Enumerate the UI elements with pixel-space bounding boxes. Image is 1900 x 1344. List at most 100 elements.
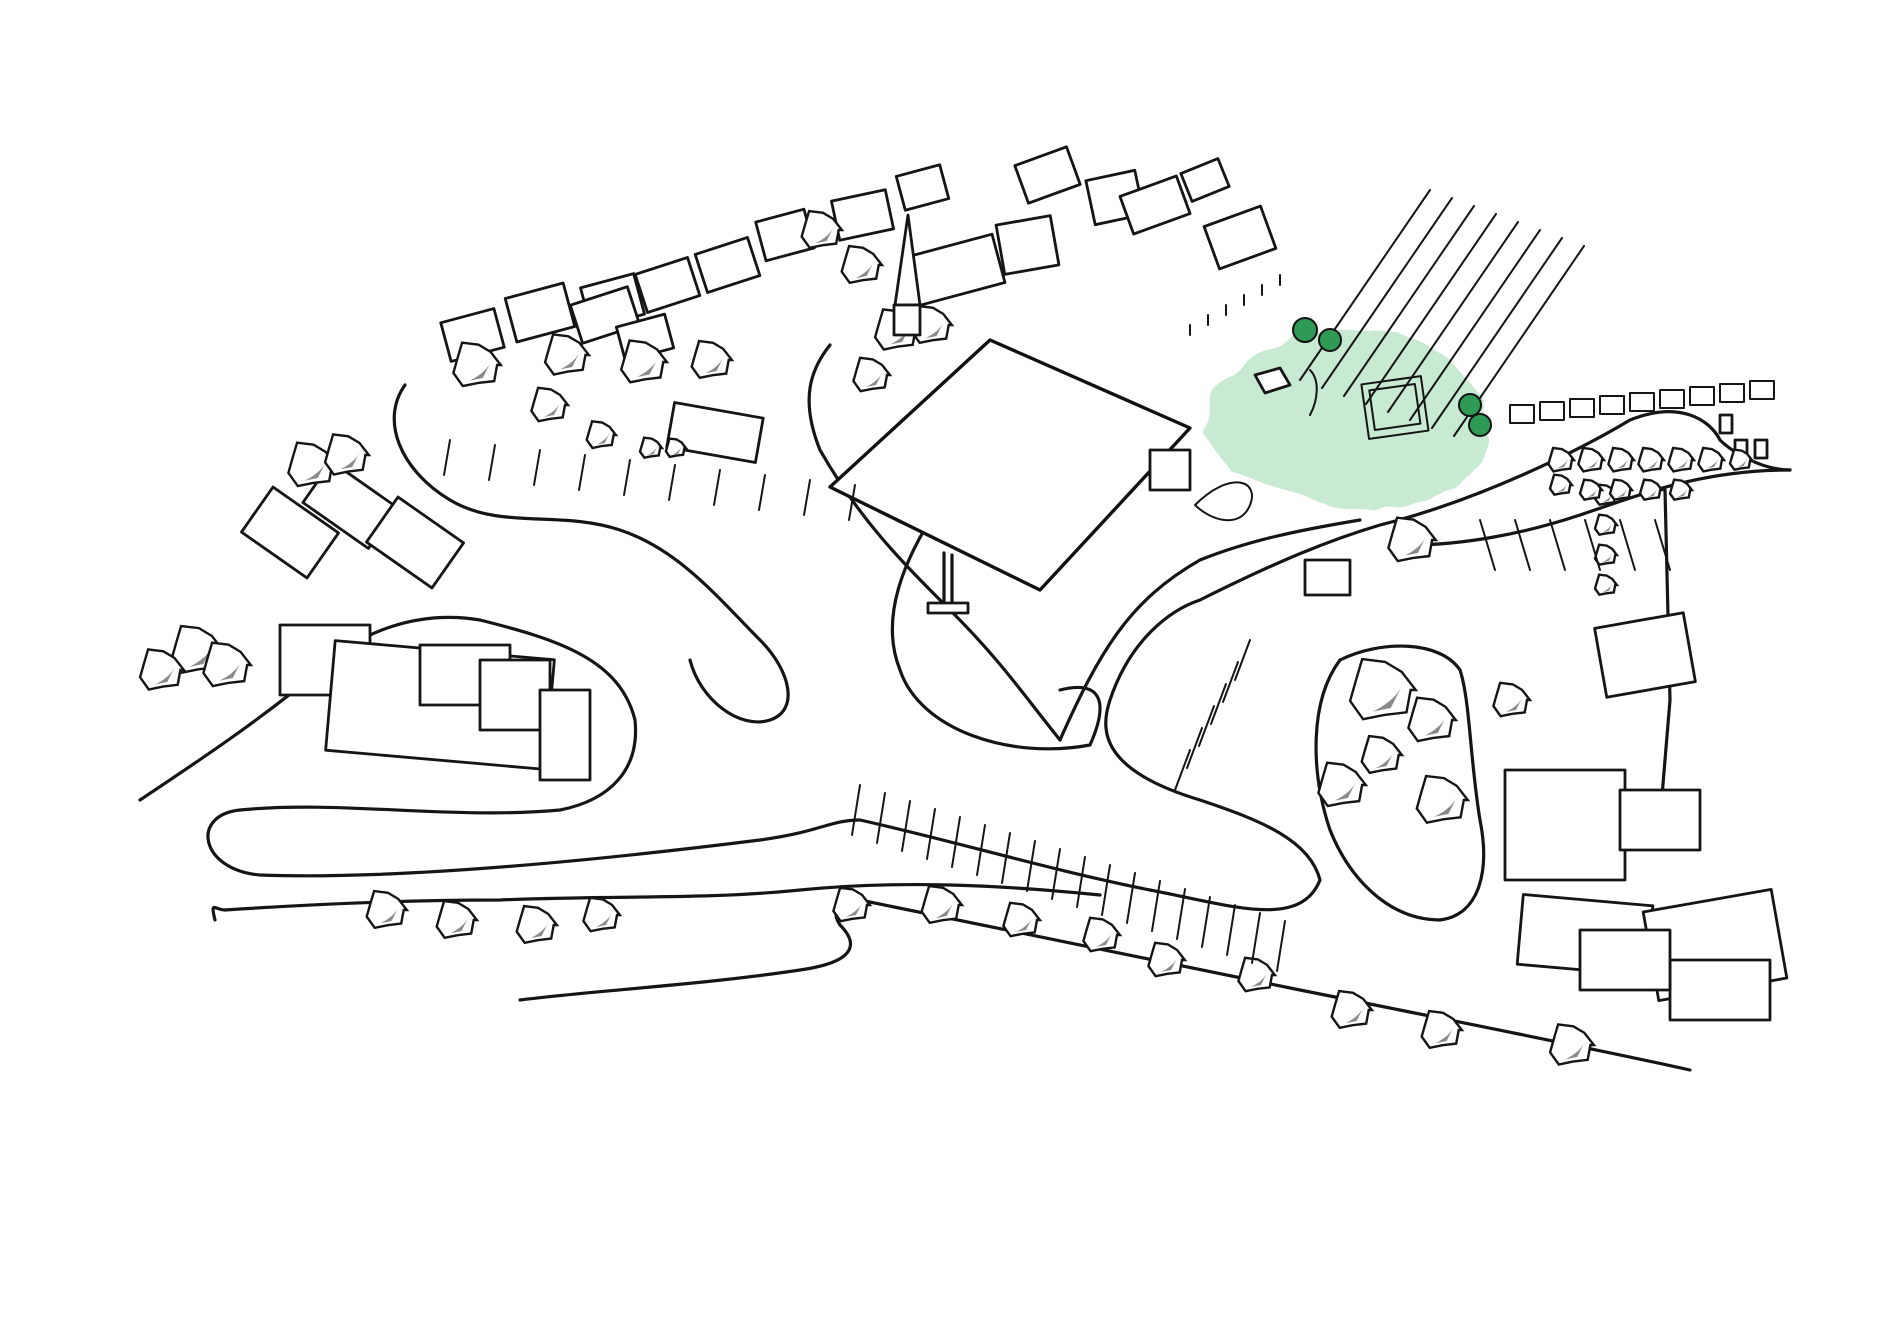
hatch-line [1619,519,1636,571]
hatch-line [1549,519,1566,571]
building [1202,204,1278,271]
tree-icon [638,436,665,460]
tree-icon [1593,573,1620,597]
building [538,688,592,782]
building [830,188,895,242]
building [1753,438,1769,460]
tree-icon [690,339,735,380]
tree-icon [1593,513,1620,537]
tree-icon [1637,446,1667,473]
hatch-line [1201,896,1211,948]
building [1578,928,1672,992]
green-trees [1292,317,1492,437]
hatch-line [1176,888,1186,940]
tree-icon [1578,478,1605,502]
tree-icon [1492,681,1533,718]
tree-icon [1638,478,1665,502]
tree-icon [1420,1009,1465,1050]
tree-icon [1317,761,1369,808]
tree-icon [1082,916,1123,953]
tree-icon [138,648,187,691]
tree-icon [664,437,689,459]
tree-icon [1668,478,1695,502]
tree-icon [365,889,410,930]
tree-icon [585,419,619,450]
hatch-line [976,824,986,876]
row-house [1749,380,1775,400]
tree-icon [1458,393,1482,417]
hatch-line [1198,705,1215,747]
tree-icon [1593,543,1620,567]
hatch-line [1210,683,1227,725]
trees [138,209,1755,1066]
building [1593,611,1697,699]
tree-icon [1318,328,1342,352]
tree-icon [1147,941,1188,978]
row-house [1569,398,1595,418]
hatch-line [1514,519,1531,571]
tree-icon [582,896,623,933]
tree-icon [1548,1023,1597,1066]
building [1303,558,1352,597]
hatch-line [1584,519,1601,571]
hatch-line [1076,856,1086,908]
hatch-line [1051,848,1061,900]
hatch-line [1151,880,1161,932]
building [665,401,765,464]
building [994,214,1061,276]
hatch-line [1174,749,1191,791]
building [1148,448,1192,492]
building [478,658,552,732]
hatch-line [668,464,676,501]
lawn-details [1253,366,1430,440]
canopy-structure [828,338,1192,615]
hatch-line [1387,221,1519,413]
tree-icon [1360,734,1405,775]
tree-icon [1548,473,1575,497]
tree-icon [1387,516,1439,563]
hatch-line [1251,912,1261,964]
row-house [1689,386,1715,406]
hatch-line [1101,864,1111,916]
building [1503,768,1627,882]
hatch-line [1001,832,1011,884]
hatch-line [1343,205,1475,397]
hatch-line [901,800,911,852]
building [1618,788,1702,852]
buildings [240,145,1789,1022]
hatch-line [951,816,961,868]
hatch-line [1126,872,1136,924]
tree-icon [515,904,560,945]
hatch-line [1365,213,1497,405]
tree-icon [452,341,504,388]
tree-icon [920,884,965,925]
green-lawn-area [1200,330,1490,515]
hatch-line [713,469,721,506]
hatch-line [926,808,936,860]
hatch-line [876,792,886,844]
tree-icon [840,244,885,285]
hatch-line [803,479,811,516]
hatch-line [578,454,586,491]
tree-icon [323,433,372,476]
hatch-line [1186,727,1203,769]
hatch-line [1222,661,1239,703]
tree-icon [435,899,480,940]
hatch-line [1479,519,1496,571]
tree-icon [832,886,873,923]
building [633,256,702,314]
building [693,236,762,294]
tree-icon [1407,696,1459,743]
tree-icon [202,641,254,688]
hatch-line [533,449,541,486]
hatch-line [851,784,861,836]
row-house [1599,395,1625,415]
tree-icon [1728,448,1755,472]
row-house [1509,404,1535,424]
building [365,495,465,590]
hatch-line [1026,840,1036,892]
tree-icon [852,356,893,393]
hatch-line [848,484,856,521]
building [894,163,951,212]
